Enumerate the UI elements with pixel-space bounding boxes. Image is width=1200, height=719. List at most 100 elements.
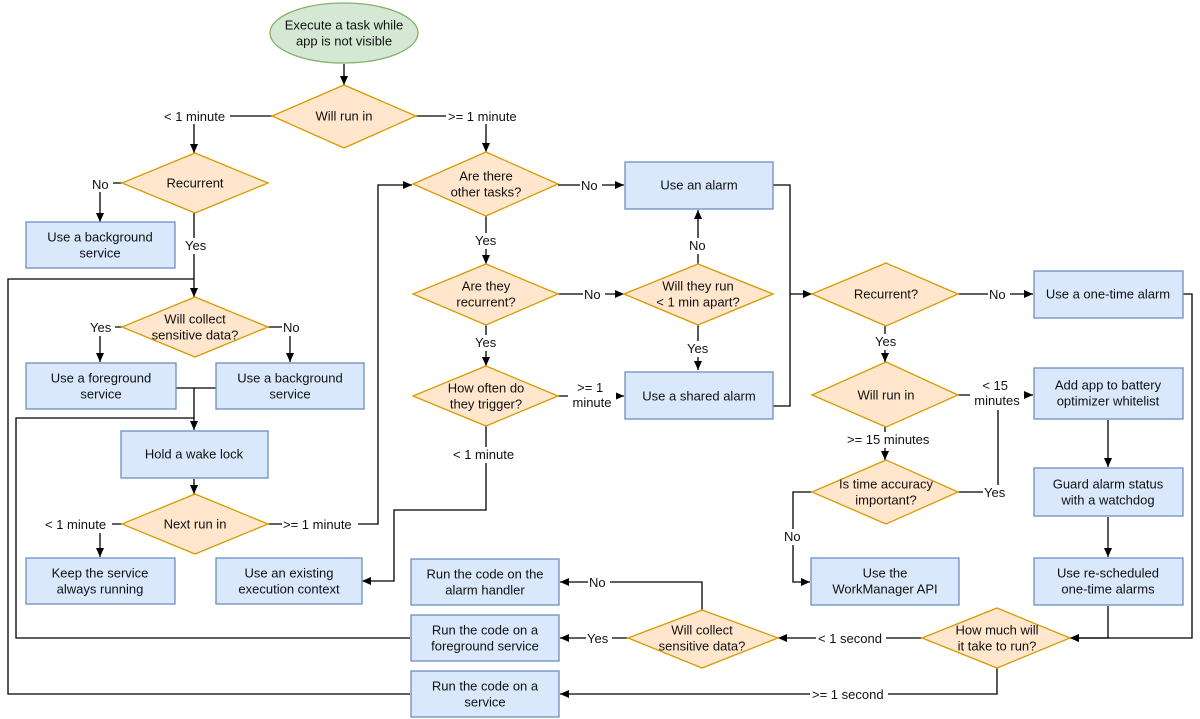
- decision-recurrent: [120, 152, 270, 214]
- decision-are-they-recurrent-text-line: recurrent?: [456, 295, 515, 310]
- label-lt1min-c: < 1 minute: [453, 447, 514, 462]
- box-use-shared-alarm: [624, 371, 774, 420]
- edge-alarm-merge: [773, 184, 791, 407]
- edge-fg-wakelock: [176, 387, 198, 430]
- decision-will-run-in-text: Will run in: [315, 109, 372, 124]
- label-no-b: No: [283, 320, 300, 335]
- label-ge15: >= 15 minutes: [847, 432, 930, 447]
- box-workmanager-text-line: WorkManager API: [832, 582, 937, 597]
- edge-onetime-howmuch: [1070, 293, 1193, 642]
- box-hold-wake-lock-text: Hold a wake lock: [145, 447, 244, 462]
- decision-will-run-in: [270, 84, 418, 149]
- box-use-background-service-2: [215, 362, 365, 410]
- edge-resched-howmuch: [1070, 606, 1109, 642]
- box-use-one-time-alarm-text: Use a one-time alarm: [1046, 287, 1170, 302]
- decision-time-accuracy-text-line: Is time accuracy: [839, 477, 933, 492]
- box-keep-service-running-text-line: Keep the service: [52, 566, 149, 581]
- label-yes-b: Yes: [90, 320, 112, 335]
- box-use-alarm: [624, 161, 774, 210]
- decision-will-collect-2-text-line: Will collect: [671, 623, 733, 638]
- decision-one-min-apart-text: Will they run< 1 min apart?: [656, 279, 739, 310]
- decision-other-tasks-text-line: other tasks?: [451, 185, 522, 200]
- box-use-one-time-alarm-text-line: Use a one-time alarm: [1046, 287, 1170, 302]
- decision-recurrent-text-line: Recurrent: [166, 176, 223, 191]
- decision-recurrent-text: Recurrent: [166, 176, 223, 191]
- box-use-background-service-1: [25, 221, 176, 269]
- decision-how-often-text-line: they trigger?: [450, 397, 522, 412]
- box-add-battery-whitelist-text-line: optimizer whitelist: [1057, 394, 1160, 409]
- box-use-existing-context-text-line: execution context: [238, 582, 340, 597]
- box-run-service-text-line: Run the code on a: [432, 679, 539, 694]
- box-use-foreground-service-text-line: Use a foreground: [51, 371, 151, 386]
- box-use-existing-context: [215, 557, 363, 605]
- box-use-one-time-alarm: [1033, 270, 1184, 319]
- edge-collect2-no: [560, 578, 703, 610]
- box-use-background-service-1-text-line: service: [79, 246, 120, 261]
- box-use-existing-context-text-line: Use an existing: [245, 566, 334, 581]
- box-add-battery-whitelist: [1033, 367, 1184, 420]
- label-lt1min-a: < 1 minute: [164, 109, 225, 124]
- decision-recurrent-q-text-line: Recurrent?: [854, 287, 918, 302]
- decision-will-run-in-2-text: Will run in: [857, 388, 914, 403]
- decision-will-collect-2: [626, 609, 780, 669]
- decision-how-often-text-line: How often do: [448, 381, 525, 396]
- box-run-service-text-line: service: [464, 695, 505, 710]
- decision-one-min-apart-text-line: < 1 min apart?: [656, 295, 739, 310]
- decision-how-much-text-line: How much will: [955, 623, 1038, 638]
- decision-how-often: [411, 365, 560, 427]
- box-use-alarm-text: Use an alarm: [660, 178, 737, 193]
- label-yes-h: Yes: [984, 485, 1006, 500]
- edge-howmuch-ge1s: [560, 668, 998, 698]
- label-yes-c: Yes: [475, 233, 497, 248]
- decision-are-they-recurrent: [411, 263, 560, 326]
- box-use-background-service-2-text-line: Use a background: [237, 371, 343, 386]
- box-guard-watchdog-text-line: with a watchdog: [1060, 493, 1154, 508]
- label-no-a: No: [92, 177, 109, 192]
- box-run-foreground-text-line: Run the code on a: [432, 623, 539, 638]
- label-yes-a: Yes: [185, 238, 207, 253]
- edge-howoften-lt1: [362, 426, 487, 585]
- decision-next-run-in: [120, 493, 270, 555]
- edge-runfg-loop: [15, 417, 410, 639]
- label-yes-i: Yes: [587, 631, 609, 646]
- label-lt1min-b: < 1 minute: [45, 517, 106, 532]
- box-hold-wake-lock: [120, 430, 269, 479]
- box-run-alarm-handler: [410, 558, 560, 606]
- box-keep-service-running: [25, 557, 176, 605]
- decision-time-accuracy-text-line: important?: [855, 493, 916, 508]
- decision-will-collect-1-text-line: Will collect: [164, 312, 226, 327]
- box-rescheduled-text-line: one-time alarms: [1061, 582, 1155, 597]
- label-lt15-line1: < 15: [982, 378, 1008, 393]
- box-use-background-service-1-text-line: Use a background: [47, 230, 153, 245]
- label-ge1min-c-line2: minute: [572, 395, 611, 410]
- label-no-g: No: [989, 287, 1006, 302]
- box-use-shared-alarm-text: Use a shared alarm: [642, 389, 755, 404]
- box-keep-service-running-text-line: always running: [57, 582, 144, 597]
- box-workmanager: [810, 557, 960, 606]
- decision-how-much: [920, 607, 1072, 669]
- label-lt15: < 15 minutes: [974, 378, 1020, 408]
- decision-recurrent-q-text: Recurrent?: [854, 287, 918, 302]
- decision-will-collect-1: [120, 296, 270, 358]
- decision-will-run-in-2-text-line: Will run in: [857, 388, 914, 403]
- box-guard-watchdog-text-line: Guard alarm status: [1053, 477, 1164, 492]
- label-no-d: No: [584, 287, 601, 302]
- box-add-battery-whitelist-text-line: Add app to battery: [1055, 378, 1162, 393]
- decision-will-run-in-text-line: Will run in: [315, 109, 372, 124]
- decision-one-min-apart-text-line: Will they run: [662, 279, 734, 294]
- label-no-e: No: [689, 238, 706, 253]
- label-no-i: No: [589, 575, 606, 590]
